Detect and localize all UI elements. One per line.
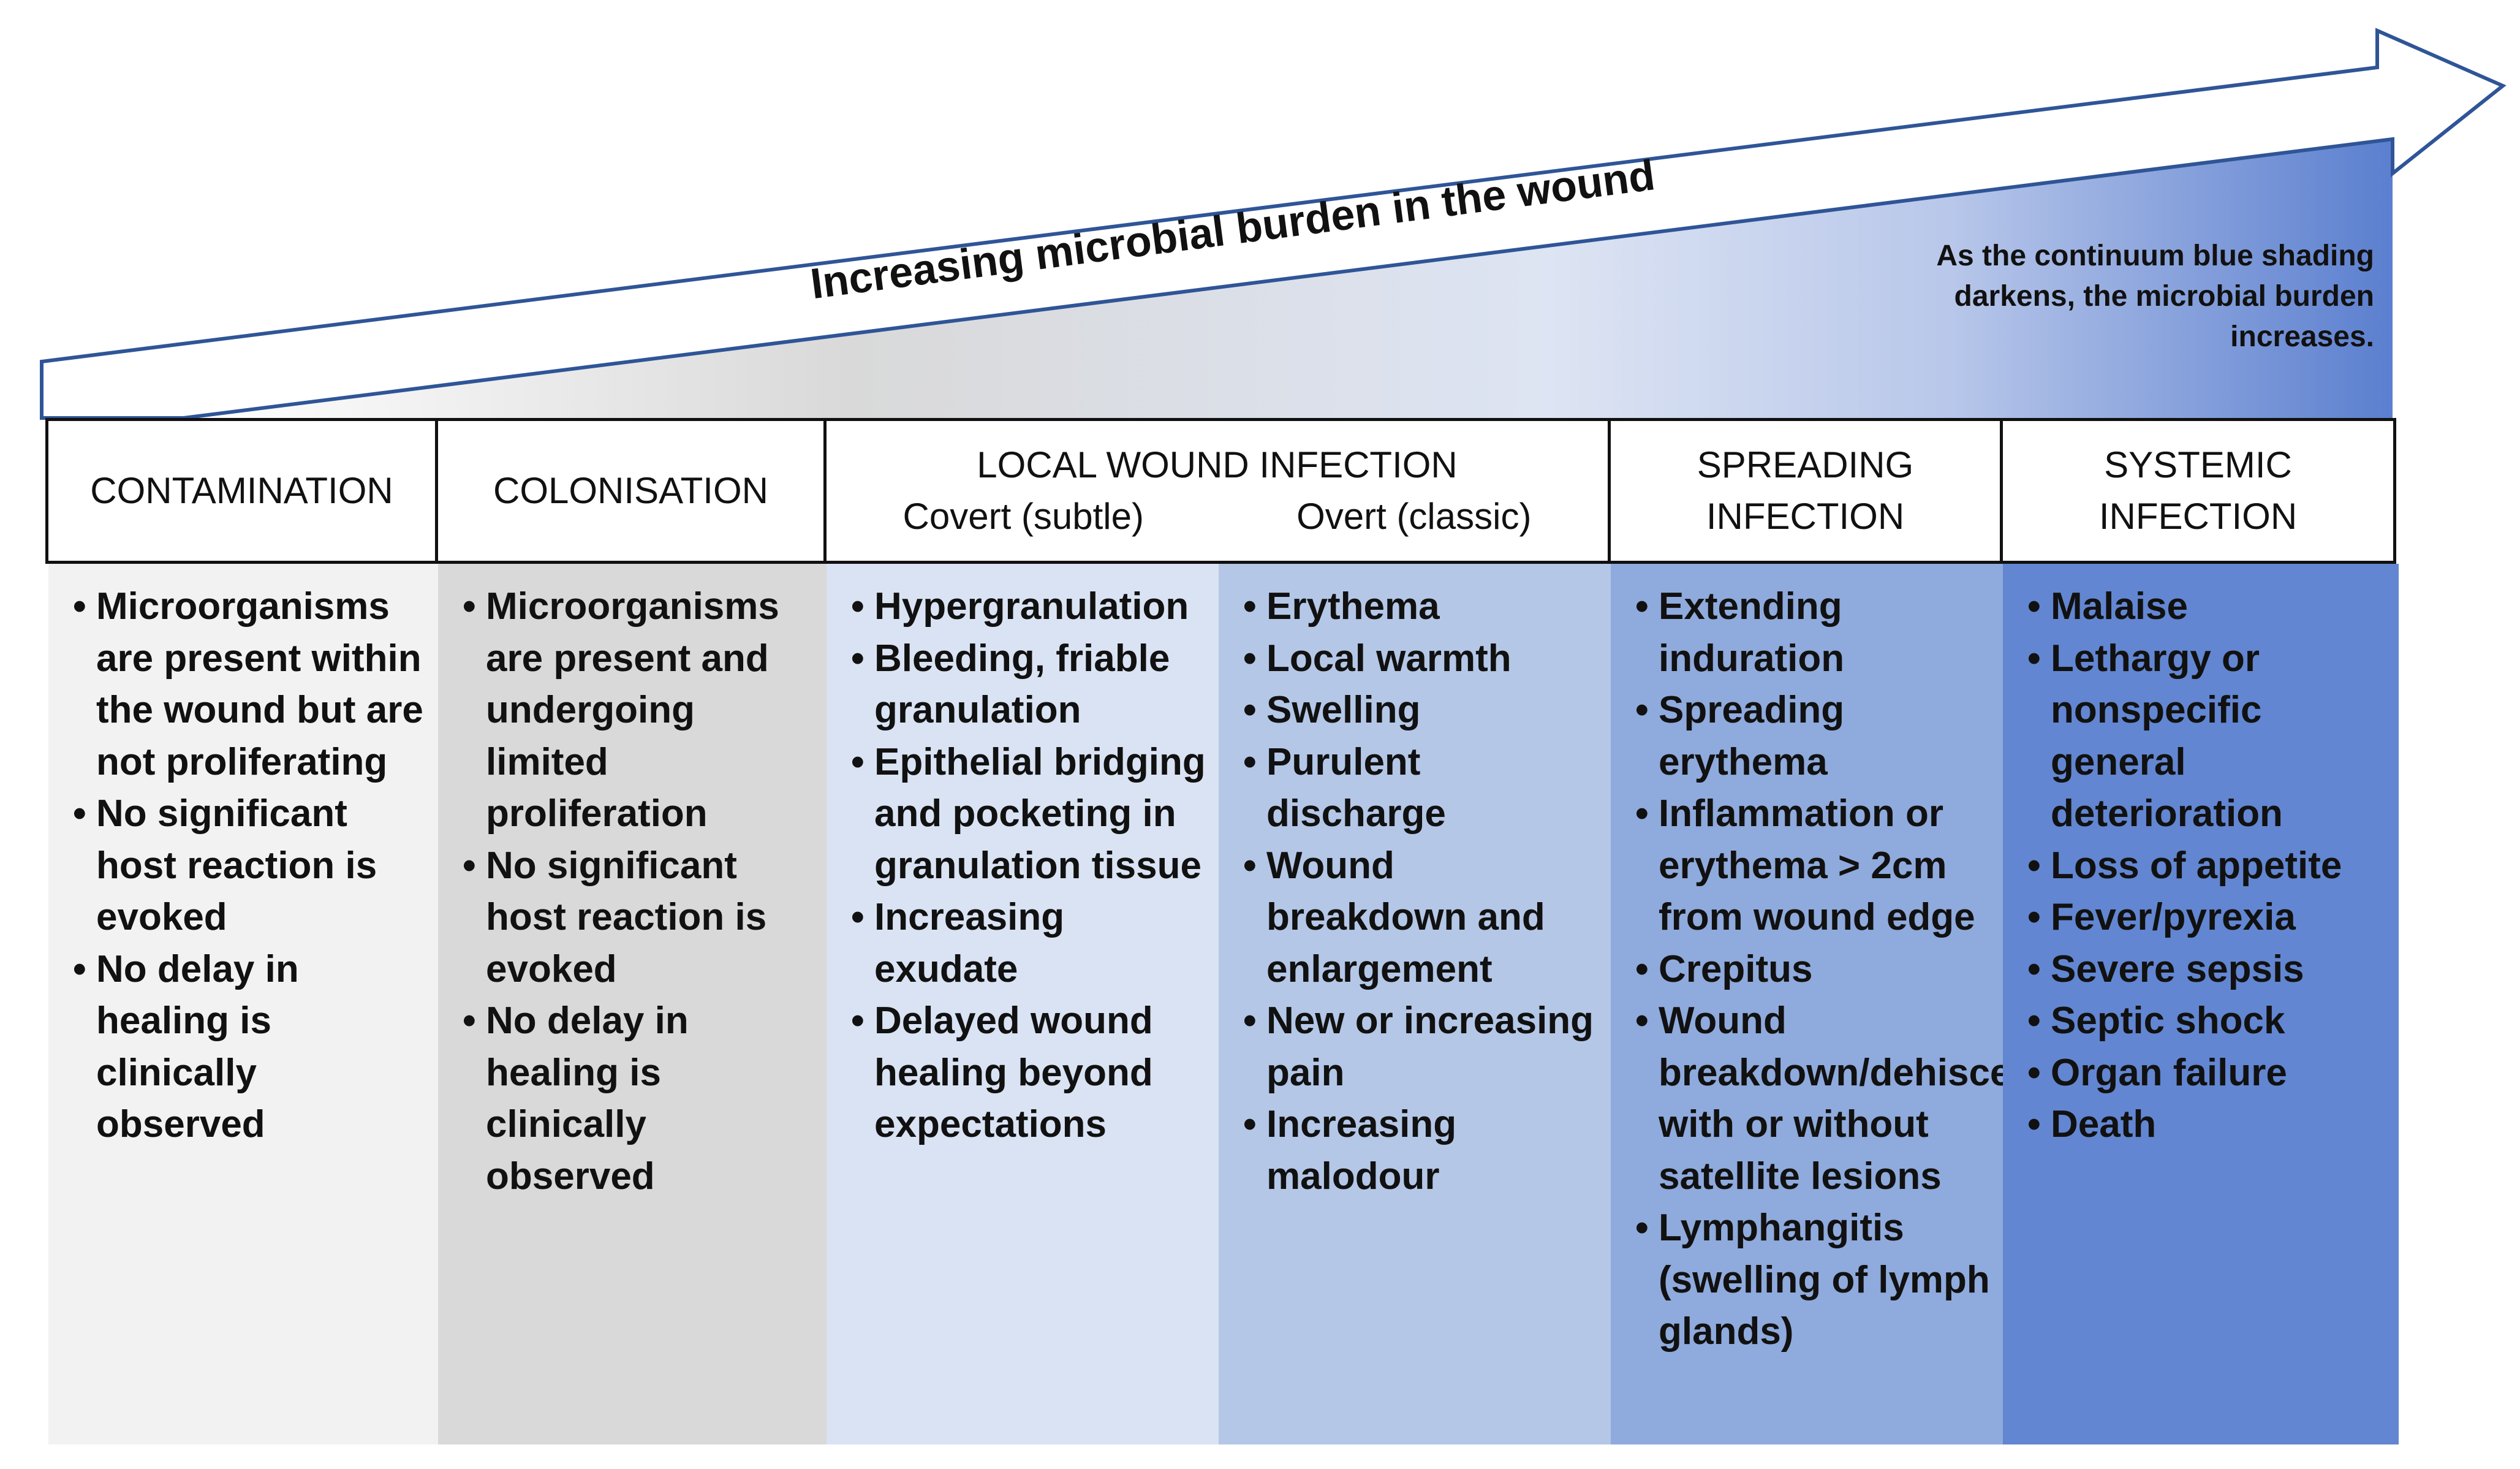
list-item: Erythema: [1243, 581, 1602, 633]
list-item: Organ failure: [2027, 1047, 2390, 1099]
list-item: Local warmth: [1243, 633, 1602, 685]
header-contamination: CONTAMINATION: [48, 421, 438, 561]
list-item: Epithelial bridging and pocketing in gra…: [851, 737, 1210, 892]
covert-list: HypergranulationBleeding, friable granul…: [851, 581, 1210, 1151]
list-item: Loss of appetite: [2027, 840, 2390, 892]
header-local-infection-label: LOCAL WOUND INFECTION: [977, 444, 1458, 485]
continuum-graphic: Increasing microbial burden in the wound: [40, 28, 2507, 420]
list-item: Increasing malodour: [1243, 1099, 1602, 1202]
list-item: Wound breakdown and enlargement: [1243, 840, 1602, 996]
list-item: Crepitus: [1635, 944, 1994, 996]
header-spreading-infection: SPREADING INFECTION: [1611, 421, 2003, 561]
list-item: Increasing exudate: [851, 892, 1210, 995]
list-item: No delay in healing is clinically observ…: [463, 995, 818, 1202]
header-spreading-line1: SPREADING: [1697, 444, 1914, 485]
list-item: Swelling: [1243, 685, 1602, 737]
list-item: Septic shock: [2027, 995, 2390, 1047]
contamination-list: Microorganisms are present within the wo…: [73, 581, 429, 1151]
column-colonisation: Microorganisms are present and undergoin…: [438, 564, 827, 1444]
list-item: Lethargy or nonspecific general deterior…: [2027, 633, 2390, 840]
subheader-overt: Overt (classic): [1296, 496, 1532, 537]
header-systemic-infection: SYSTEMIC INFECTION: [2003, 421, 2393, 561]
header-contamination-label: CONTAMINATION: [90, 470, 393, 511]
shading-note: As the continuum blue shading darkens, t…: [1936, 240, 2374, 353]
header-spreading-line2: INFECTION: [1706, 496, 1905, 537]
list-item: Bleeding, friable granulation: [851, 633, 1210, 737]
header-colonisation: COLONISATION: [438, 421, 827, 561]
list-item: Inflammation or erythema > 2cm from woun…: [1635, 788, 1994, 944]
list-item: Hypergranulation: [851, 581, 1210, 633]
spreading-list: Extending indurationSpreading erythemaIn…: [1635, 581, 2076, 1358]
header-systemic-line1: SYSTEMIC: [2104, 444, 2292, 485]
list-item: Wound breakdown/dehiscence with or witho…: [1635, 995, 2076, 1202]
column-spreading: Extending indurationSpreading erythemaIn…: [1611, 564, 2076, 1444]
colonisation-list: Microorganisms are present and undergoin…: [463, 581, 818, 1202]
list-item: Microorganisms are present and undergoin…: [463, 581, 818, 840]
list-item: Fever/pyrexia: [2027, 892, 2390, 944]
list-item: Microorganisms are present within the wo…: [73, 581, 429, 788]
list-item: No significant host reaction is evoked: [73, 788, 429, 944]
overt-list: ErythemaLocal warmthSwellingPurulent dis…: [1243, 581, 1602, 1202]
list-item: New or increasing pain: [1243, 995, 1602, 1099]
header-row-border: [45, 418, 2396, 564]
header-colonisation-label: COLONISATION: [493, 470, 768, 511]
subheader-covert: Covert (subtle): [902, 496, 1144, 537]
column-overt: ErythemaLocal warmthSwellingPurulent dis…: [1219, 564, 1611, 1444]
local-infection-subheaders: Covert (subtle) Overt (classic): [827, 491, 1608, 542]
systemic-list: MalaiseLethargy or nonspecific general d…: [2027, 581, 2390, 1151]
column-covert: HypergranulationBleeding, friable granul…: [827, 564, 1219, 1444]
list-item: Death: [2027, 1099, 2390, 1151]
list-item: Extending induration: [1635, 581, 1994, 685]
column-systemic: MalaiseLethargy or nonspecific general d…: [2003, 564, 2399, 1444]
list-item: No delay in healing is clinically observ…: [73, 944, 429, 1151]
column-contamination: Microorganisms are present within the wo…: [48, 564, 438, 1444]
list-item: Spreading erythema: [1635, 685, 1994, 788]
list-item: Purulent discharge: [1243, 737, 1602, 840]
list-item: Malaise: [2027, 581, 2390, 633]
list-item: Lymphangitis (swelling of lymph glands): [1635, 1202, 1994, 1358]
list-item: Delayed wound healing beyond expectation…: [851, 995, 1210, 1151]
header-local-infection: LOCAL WOUND INFECTION Covert (subtle) Ov…: [827, 421, 1611, 561]
list-item: Severe sepsis: [2027, 944, 2390, 996]
list-item: No significant host reaction is evoked: [463, 840, 818, 996]
header-systemic-line2: INFECTION: [2098, 496, 2298, 537]
